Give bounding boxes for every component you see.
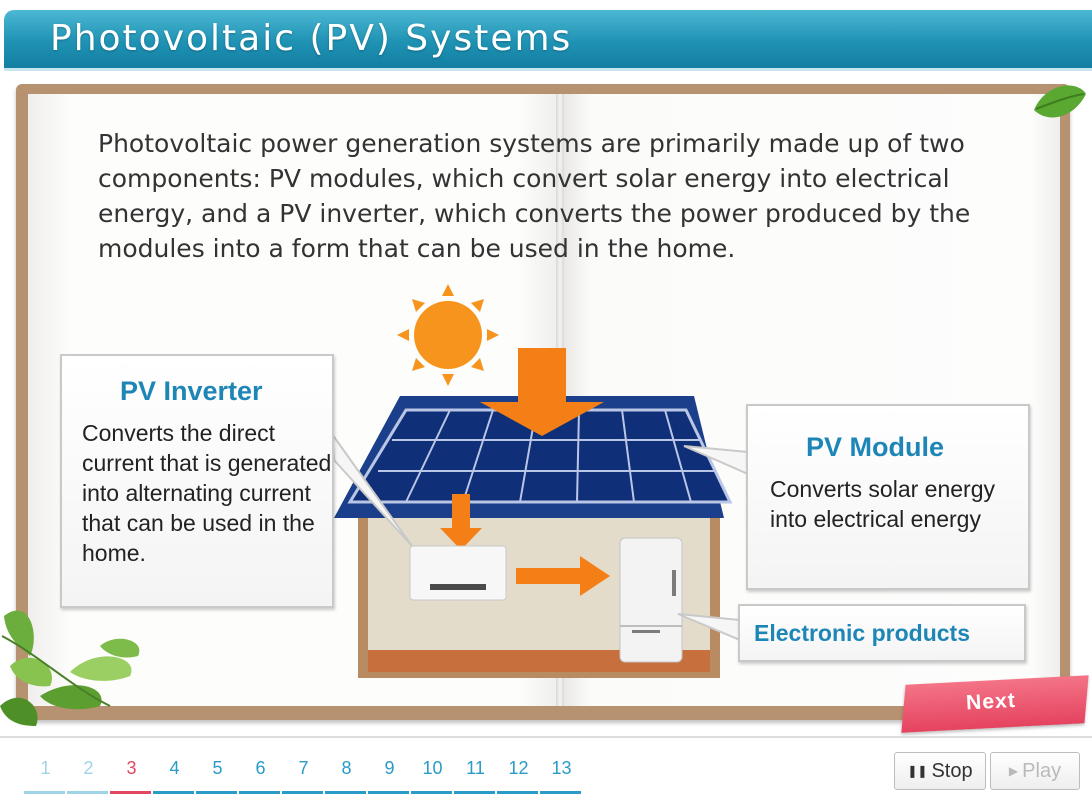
- next-button[interactable]: Next: [901, 675, 1089, 733]
- pv-module-callout: PV Module Converts solar energy into ele…: [746, 404, 1030, 590]
- page-number: 9: [384, 758, 395, 778]
- leaf-icon: [1034, 85, 1086, 118]
- page-link-3[interactable]: 3: [110, 758, 153, 794]
- inverter-icon: [409, 545, 507, 601]
- page-title: Photovoltaic (PV) Systems: [50, 18, 573, 59]
- page-number: 12: [508, 758, 529, 778]
- page-number: 10: [422, 758, 443, 778]
- ac-arrow-icon: [516, 556, 610, 596]
- house-illustration: [334, 284, 733, 678]
- pv-inverter-callout: PV Inverter Converts the direct current …: [60, 354, 334, 608]
- page-underline: [454, 791, 495, 794]
- page-link-12[interactable]: 12: [497, 758, 540, 794]
- pv-module-title: PV Module: [806, 432, 945, 462]
- page-link-8[interactable]: 8: [325, 758, 368, 794]
- page-number: 1: [40, 758, 51, 778]
- electronics-pointer: [677, 613, 741, 642]
- page-link-9[interactable]: 9: [368, 758, 411, 794]
- page-link-7[interactable]: 7: [282, 758, 325, 794]
- page-number: 4: [169, 758, 180, 778]
- pv-inverter-title: PV Inverter: [120, 376, 263, 406]
- page-underline: [325, 791, 366, 794]
- footer-divider: [0, 736, 1092, 738]
- stop-label: Stop: [931, 759, 973, 782]
- page-underline: [239, 791, 280, 794]
- page-number: 5: [212, 758, 223, 778]
- refrigerator-icon: [619, 537, 683, 663]
- page-number: 13: [551, 758, 572, 778]
- electronic-products-label: Electronic products: [754, 620, 970, 646]
- page-underline: [67, 791, 108, 794]
- page-link-5[interactable]: 5: [196, 758, 239, 794]
- page-underline: [196, 791, 237, 794]
- page-link-6[interactable]: 6: [239, 758, 282, 794]
- page-link-4[interactable]: 4: [153, 758, 196, 794]
- page-underline: [540, 791, 581, 794]
- pv-module-description: Converts solar energy into electrical en…: [770, 476, 995, 532]
- play-label: Play: [1022, 759, 1062, 782]
- page-link-1[interactable]: 1: [24, 758, 67, 794]
- electronic-products-callout: Electronic products: [738, 604, 1026, 662]
- pause-icon: ❚❚: [907, 764, 928, 778]
- page-number: 7: [298, 758, 309, 778]
- page-underline: [411, 791, 452, 794]
- dc-arrow-icon: [440, 494, 482, 550]
- page-underline: [282, 791, 323, 794]
- plant-icon: [0, 610, 140, 726]
- page-underline: [368, 791, 409, 794]
- page-underline: [153, 791, 194, 794]
- play-button[interactable]: ▶ Play: [990, 752, 1080, 790]
- page-underline: [497, 791, 538, 794]
- page-underline: [24, 791, 65, 794]
- inverter-pointer: [330, 430, 413, 547]
- page-link-2[interactable]: 2: [67, 758, 110, 794]
- pv-inverter-description: Converts the direct current that is gene…: [82, 420, 332, 566]
- play-icon: ▶: [1008, 764, 1019, 778]
- title-bar: Photovoltaic (PV) Systems: [4, 10, 1092, 68]
- page-link-13[interactable]: 13: [540, 758, 583, 794]
- page-number: 6: [255, 758, 266, 778]
- stop-button[interactable]: ❚❚ Stop: [894, 752, 986, 790]
- page-number: 8: [341, 758, 352, 778]
- header-divider: [4, 68, 1092, 71]
- page-link-10[interactable]: 10: [411, 758, 454, 794]
- page-number: 11: [466, 758, 485, 778]
- next-label: Next: [965, 689, 1017, 715]
- page-number: 3: [126, 758, 137, 778]
- page-number: 2: [83, 758, 94, 778]
- sun-icon: [397, 284, 499, 386]
- page-link-11[interactable]: 11: [454, 758, 497, 794]
- intro-paragraph: Photovoltaic power generation systems ar…: [98, 129, 971, 263]
- page-underline: [110, 791, 151, 794]
